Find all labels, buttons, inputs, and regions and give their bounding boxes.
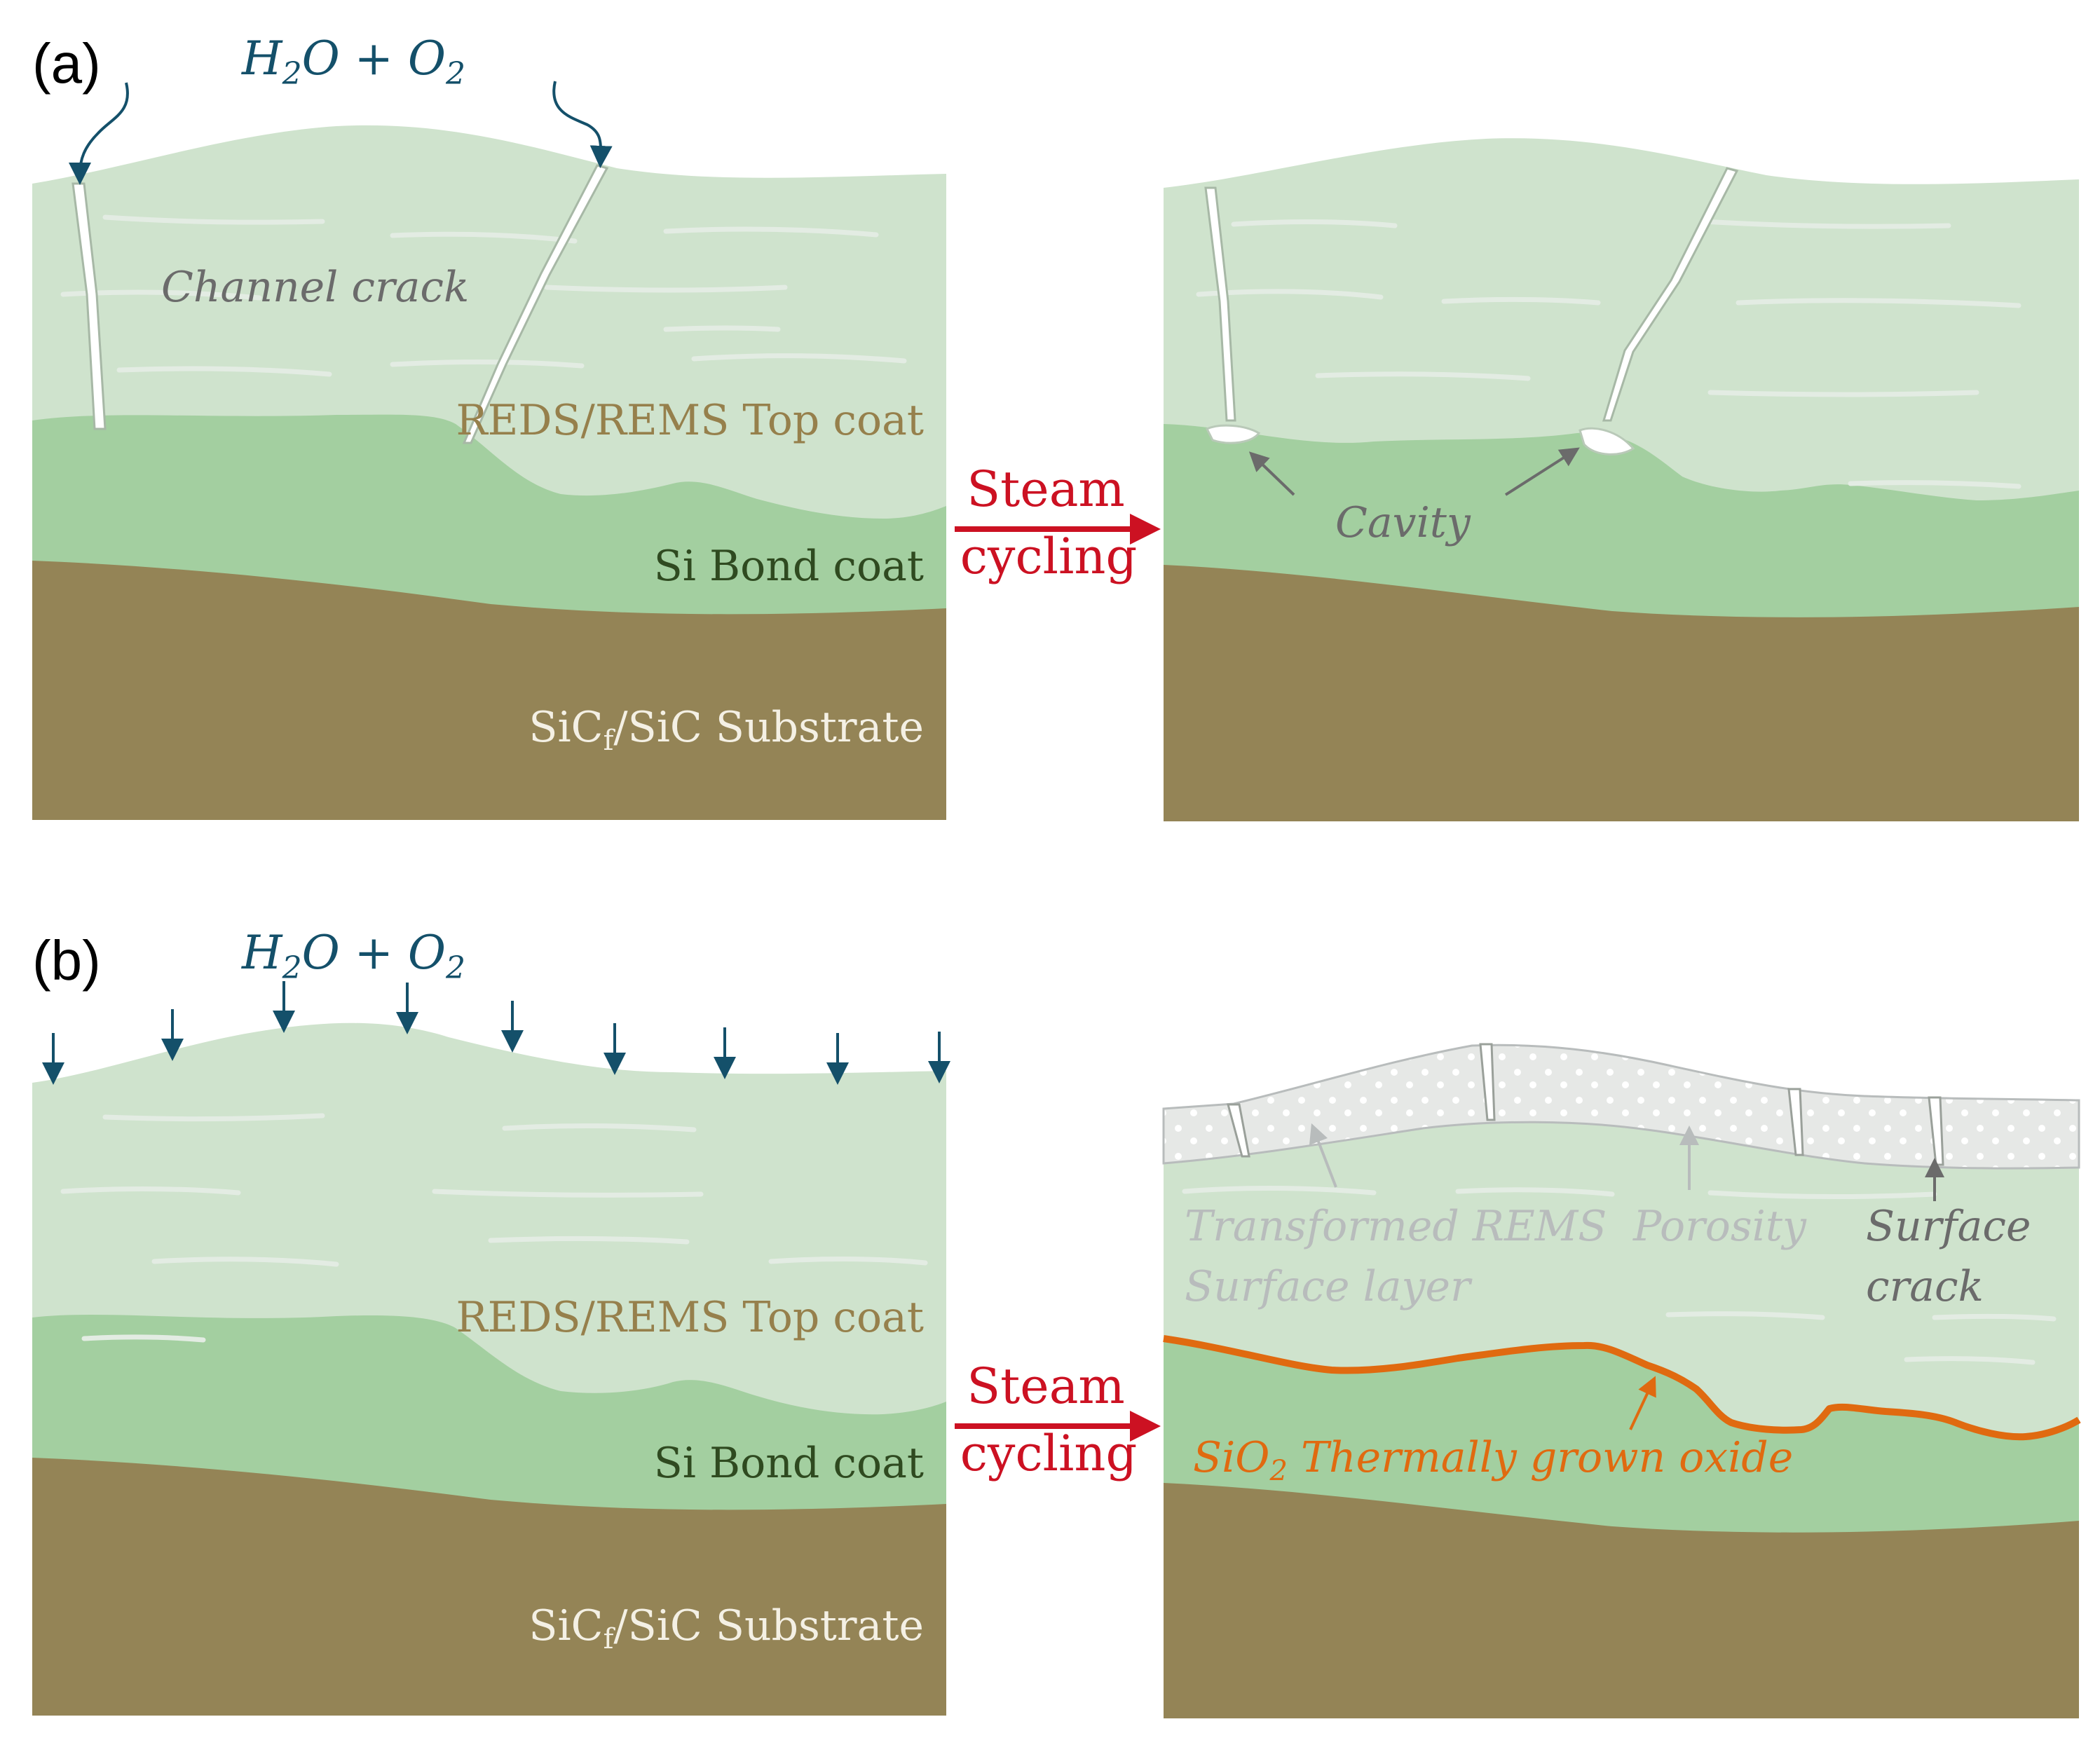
reactant-sub-2b: 2 [445, 56, 465, 92]
label-substrate-b: SiCf/SiC Substrate [529, 1601, 924, 1655]
substrate-sic: SiC [529, 703, 603, 752]
reactant-sub-2-b: 2 [282, 950, 302, 986]
panel-a-initial [32, 81, 946, 820]
reactants-formula-b: H2O + O2 [241, 926, 465, 986]
substrate-sub-f-b: f [604, 1623, 616, 1655]
label-top-coat-a: REDS/REMS Top coat [456, 396, 924, 445]
substrate-layer-b [32, 1458, 946, 1716]
reactant-o-plus-o-b: O + O [302, 926, 446, 980]
cavity-1 [1205, 424, 1261, 444]
substrate-layer-after [1164, 565, 2079, 821]
steam-cycling-arrow-b [955, 1411, 1161, 1442]
cavity-pointer-1 [1248, 451, 1295, 496]
cycling-label-b: cycling [960, 1425, 1138, 1482]
panel-b-initial [32, 981, 950, 1716]
substrate-rest-b: /SiC Substrate [613, 1601, 924, 1650]
label-transformed-line2: Surface layer [1185, 1262, 1473, 1311]
substrate-sub-f: f [604, 725, 616, 757]
tgo-oxide-line [1163, 1335, 2081, 1441]
substrate-layer-b-after [1164, 1483, 2079, 1718]
label-substrate-a: SiCf/SiC Substrate [529, 703, 924, 757]
cycling-label-a: cycling [960, 528, 1138, 585]
reactants-formula-a: H2O + O2 [241, 32, 465, 92]
label-surface-crack-line1: Surface [1866, 1202, 2031, 1251]
topcoat-splat-lines-b [60, 1113, 928, 1343]
flow-arrow-right [552, 81, 613, 168]
label-channel-crack: Channel crack [161, 263, 469, 312]
tgo-rest: Thermally grown oxide [1288, 1433, 1793, 1482]
label-cavity: Cavity [1335, 498, 1471, 547]
reactant-h: H [241, 32, 283, 85]
panel-a-after-steam [1164, 138, 2079, 821]
channel-crack-2 [462, 164, 609, 444]
channel-crack-after-2 [1602, 167, 1739, 422]
reactant-sub-2b-b: 2 [445, 950, 465, 986]
tgo-sub-2: 2 [1269, 1455, 1287, 1487]
topcoat-splat-lines-b-after [1182, 1185, 2057, 1365]
reactant-h-b: H [241, 926, 283, 980]
substrate-layer [32, 561, 946, 820]
tgo-pointer [1629, 1376, 1656, 1430]
topcoat-splat-lines [60, 214, 907, 377]
reactant-o-plus-o: O + O [302, 32, 446, 85]
label-bond-coat-a: Si Bond coat [654, 542, 924, 591]
label-surface-crack-line2: crack [1866, 1262, 1984, 1311]
panel-label-b: (b) [32, 929, 101, 992]
panel-label-a: (a) [32, 32, 101, 95]
flow-arrow-left [69, 82, 129, 185]
tgo-sio: SiO [1193, 1433, 1269, 1482]
flow-arrows-uniform [42, 981, 950, 1085]
label-top-coat-b: REDS/REMS Top coat [456, 1293, 924, 1342]
steam-cycling-arrow-a [955, 514, 1161, 545]
substrate-rest: /SiC Substrate [613, 703, 924, 752]
label-porosity: Porosity [1632, 1202, 1807, 1251]
transformed-surface-layer [1162, 1044, 2080, 1170]
cavity-pointer-2 [1504, 447, 1580, 496]
channel-crack-after-1 [1204, 186, 1236, 422]
label-tgo: SiO2 Thermally grown oxide [1193, 1433, 1793, 1487]
steam-label-b: Steam [967, 1357, 1125, 1415]
transformed-layer-pointer [1309, 1123, 1337, 1188]
label-transformed-line1: Transformed REMS [1185, 1202, 1607, 1251]
cavity-2 [1579, 427, 1635, 456]
topcoat-splat-lines-after [1196, 219, 2021, 489]
panel-b-after-steam [1162, 1043, 2081, 1718]
substrate-sic-b: SiC [529, 1601, 603, 1650]
reactant-sub-2: 2 [282, 56, 302, 92]
label-bond-coat-b: Si Bond coat [654, 1439, 924, 1488]
steam-label-a: Steam [967, 460, 1125, 518]
